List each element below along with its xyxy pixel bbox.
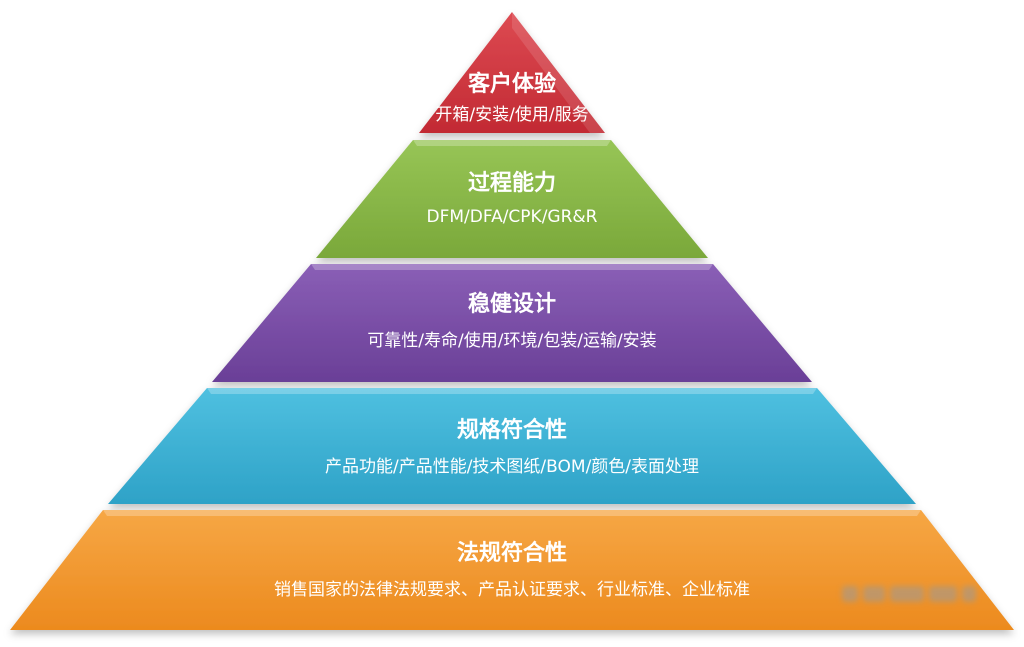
tier-shape xyxy=(212,264,812,382)
tier-subtitle: DFM/DFA/CPK/GR&R xyxy=(427,207,598,227)
tier-subtitle: 开箱/安装/使用/服务 xyxy=(435,104,588,125)
watermark-blur xyxy=(842,586,992,612)
tier-shape xyxy=(419,12,605,133)
tier-process-capability: 过程能力 DFM/DFA/CPK/GR&R xyxy=(316,140,708,258)
tier-bevel xyxy=(103,510,921,516)
tier-title: 规格符合性 xyxy=(457,417,567,443)
tier-title: 过程能力 xyxy=(468,170,556,196)
tier-subtitle: 销售国家的法律法规要求、产品认证要求、行业标准、企业标准 xyxy=(274,580,750,600)
tier-subtitle: 可靠性/寿命/使用/环境/包装/运输/安装 xyxy=(367,330,656,351)
tier-bevel xyxy=(413,140,611,146)
tier-title: 客户体验 xyxy=(468,71,556,97)
tier-bevel xyxy=(311,264,713,270)
tier-highlight xyxy=(512,12,605,133)
tier-shape xyxy=(108,388,916,504)
tier-robust-design: 稳健设计 可靠性/寿命/使用/环境/包装/运输/安装 xyxy=(212,264,812,382)
tier-regulatory-compliance: 法规符合性 销售国家的法律法规要求、产品认证要求、行业标准、企业标准 xyxy=(10,510,1014,630)
tier-shape xyxy=(10,510,1014,630)
tier-title: 法规符合性 xyxy=(457,540,567,566)
tier-title: 稳健设计 xyxy=(468,291,556,317)
tier-shape xyxy=(316,140,708,258)
tier-spec-compliance: 规格符合性 产品功能/产品性能/技术图纸/BOM/颜色/表面处理 xyxy=(108,388,916,504)
tier-subtitle: 产品功能/产品性能/技术图纸/BOM/颜色/表面处理 xyxy=(325,457,699,477)
tier-bevel xyxy=(207,388,817,394)
tier-customer-experience: 客户体验 开箱/安装/使用/服务 xyxy=(419,12,605,133)
